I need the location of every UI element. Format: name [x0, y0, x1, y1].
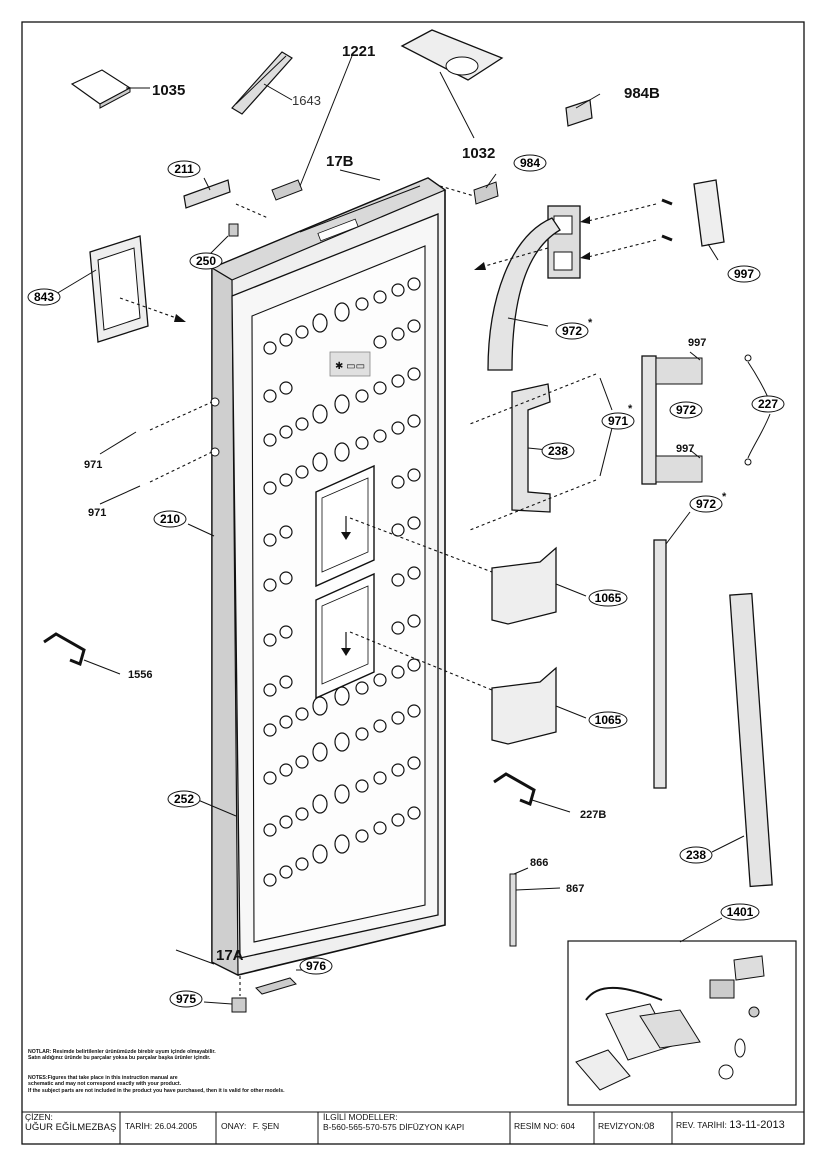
- kit-1401-box: [567, 940, 797, 1106]
- part-238-bracket-drawing: [653, 539, 773, 888]
- label-17B: 17B: [326, 153, 354, 170]
- label-250: 250: [196, 254, 216, 268]
- part-1221-drawing: [271, 179, 303, 201]
- approval-value: F. ŞEN: [252, 1121, 280, 1131]
- asterisk-971: *: [628, 403, 633, 415]
- label-976: 976: [306, 959, 326, 973]
- door-pockets: [315, 464, 375, 700]
- notes-turkish: NOTLAR: Resimde belirtilenler ürünümüzde…: [28, 1049, 448, 1062]
- related-models-value: B-560-565-570-575 DİFÜZYON KAPI: [323, 1121, 465, 1132]
- arrow-heads: [174, 216, 590, 322]
- label-1032: 1032: [462, 145, 495, 162]
- title-cell-approval: ONAY: F. ŞEN: [221, 1121, 317, 1152]
- label-984: 984: [520, 156, 540, 170]
- part-250-drawing: [228, 223, 239, 237]
- drawn-by-label: ÇİZEN:: [25, 1112, 53, 1122]
- date-text: TARİH: 26.04.2005: [125, 1121, 198, 1131]
- label-867: 867: [566, 883, 584, 895]
- note-en-line-2: schematic and may not correspond exactly…: [28, 1081, 182, 1088]
- title-cell-drawn-by: ÇİZEN: UĞUR EĞİLMEZBAŞ: [25, 1112, 119, 1143]
- label-975: 975: [176, 992, 196, 1006]
- label-211: 211: [174, 162, 194, 176]
- approval-label: ONAY:: [221, 1121, 247, 1131]
- part-227B-drawing: [493, 772, 536, 807]
- part-843-drawing: [89, 235, 149, 343]
- title-cell-date: TARİH: 26.04.2005: [125, 1121, 215, 1152]
- label-843: 843: [34, 290, 54, 304]
- oval-callouts: 211 984 250 843 997 972 972 227 971 238 …: [27, 154, 785, 1008]
- part-1643-drawing: [231, 51, 293, 115]
- label-1556: 1556: [128, 669, 152, 681]
- revision-label: REVİZYON:: [598, 1121, 644, 1131]
- related-models-label: İLGİLİ MODELLER:: [323, 1112, 398, 1122]
- revision-date-label: REV. TARİHİ:: [676, 1120, 727, 1130]
- title-cell-revision: REVİZYON:08: [598, 1121, 672, 1152]
- notes-english: NOTES:Figures that take place in this in…: [28, 1075, 448, 1094]
- title-cell-revision-date: REV. TARİHİ: 13-11-2013: [676, 1119, 803, 1151]
- revision-value: 08: [643, 1121, 655, 1132]
- label-997-lower: 997: [676, 443, 694, 455]
- label-866: 866: [530, 857, 548, 869]
- part-1065-drawing: [491, 546, 557, 745]
- label-238-handle: 238: [548, 444, 568, 458]
- title-cell-drawing-no: RESİM NO: 604: [514, 1121, 594, 1152]
- label-971-upper: 971: [84, 459, 102, 471]
- part-866-drawing: [509, 873, 517, 947]
- label-1065-lower: 1065: [595, 713, 622, 727]
- part-211-drawing: [183, 179, 231, 209]
- label-227: 227: [758, 397, 778, 411]
- label-1643: 1643: [292, 93, 321, 108]
- part-972-right-drawing: [641, 355, 703, 485]
- part-997-top-drawing: [693, 179, 725, 247]
- part-984B-drawing: [565, 99, 593, 127]
- label-1065-upper: 1065: [595, 591, 622, 605]
- label-210: 210: [160, 512, 180, 526]
- callout-labels: 1035 1643 1221 1032 984B 17B 17A 997 997…: [84, 43, 727, 964]
- label-997-upper: 997: [688, 337, 706, 349]
- asterisk-972-a: *: [588, 317, 593, 329]
- note-en-line-1: NOTES:Figures that take place in this in…: [28, 1075, 178, 1081]
- svg-text:✱ ▭▭: ✱ ▭▭: [335, 361, 365, 372]
- note-tr-line-1: NOTLAR: Resimde belirtilenler ürünümüzde…: [28, 1049, 216, 1055]
- note-tr-line-2: Satın aldığınız üründe bu parçalar yoksa…: [28, 1055, 211, 1062]
- label-972-right: 972: [676, 403, 696, 417]
- part-984-drawing: [473, 181, 499, 205]
- title-block-grid: [21, 1111, 805, 1145]
- label-227B: 227B: [580, 809, 606, 821]
- label-971-lower: 971: [88, 507, 106, 519]
- label-984B: 984B: [624, 85, 660, 102]
- part-238-handle-drawing: [511, 383, 551, 513]
- label-238-bracket: 238: [686, 848, 706, 862]
- label-997-top: 997: [734, 267, 754, 281]
- drawing-number: RESİM NO: 604: [514, 1121, 575, 1131]
- label-252: 252: [174, 792, 194, 806]
- label-972-left: 972: [562, 324, 582, 338]
- hinge-bracket-drawing: [547, 198, 673, 279]
- asterisk-972-c: *: [722, 491, 727, 503]
- label-972-lower: 972: [696, 497, 716, 511]
- label-1221: 1221: [342, 43, 375, 60]
- dashed-arrows: [119, 185, 657, 996]
- part-975-drawing: [231, 997, 247, 1013]
- label-971-right: 971: [608, 414, 628, 428]
- part-1032-drawing: [400, 29, 504, 81]
- label-1035: 1035: [152, 82, 185, 99]
- label-17A: 17A: [216, 947, 244, 964]
- part-976-drawing: [255, 977, 297, 995]
- part-1556-drawing: [43, 632, 86, 667]
- note-en-line-3: If the subject parts are not included in…: [28, 1087, 285, 1094]
- revision-date-value: 13-11-2013: [729, 1119, 785, 1131]
- label-1401: 1401: [727, 905, 754, 919]
- title-cell-related-models: İLGİLİ MODELLER: B-560-565-570-575 DİFÜZ…: [323, 1112, 509, 1143]
- part-972-handle-drawing: [487, 217, 561, 371]
- drawn-by-value: UĞUR EĞİLMEZBAŞ: [25, 1121, 117, 1133]
- part-1035-drawing: [70, 69, 132, 109]
